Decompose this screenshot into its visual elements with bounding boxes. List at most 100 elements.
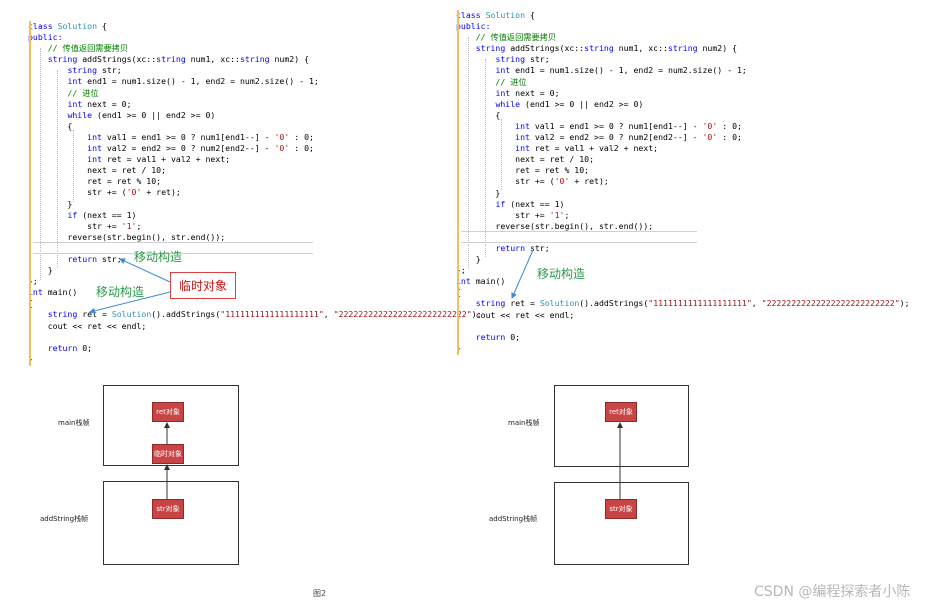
code-line: } — [456, 254, 910, 265]
code-token: ret = val1 + val2 + next; — [101, 154, 231, 165]
code-token: string — [475, 43, 506, 54]
code-line: next = ret / 10; — [456, 154, 910, 165]
code-token: reverse(str.begin(), str.end()); — [28, 231, 226, 242]
code-token: Solution — [485, 10, 526, 20]
code-token: Solution — [57, 21, 98, 31]
code-token: ().addStrings( — [579, 298, 649, 309]
code-token: '1' — [549, 209, 565, 220]
code-line: public: — [28, 32, 482, 43]
code-line: ret = ret % 10; — [28, 176, 482, 187]
left-ret-object: ret对象 — [152, 402, 184, 422]
code-token: // 进位 — [456, 76, 527, 87]
code-token: '0' — [702, 132, 718, 143]
code-line: // 进位 — [456, 77, 910, 88]
code-token: while — [67, 109, 93, 120]
code-line: } — [28, 265, 482, 276]
code-token: (next == 1) — [505, 198, 565, 209]
code-line: int next = 0; — [28, 99, 482, 110]
code-token: Solution — [539, 298, 580, 309]
watermark: CSDN @编程探索者小陈 — [754, 584, 911, 600]
code-token: (end1 >= 0 || end2 >= 0) — [92, 109, 216, 120]
code-line: string ret = Solution().addStrings("1111… — [28, 309, 482, 320]
right-cursor-line — [461, 231, 697, 232]
code-token: } — [28, 265, 53, 276]
move-arrow-1 — [119, 258, 171, 283]
code-token: val1 = end1 >= 0 ? num1[end1--] - — [529, 120, 703, 131]
left-cursor-line — [33, 253, 313, 254]
code-token: } — [456, 187, 501, 198]
code-token: num1, xc:: — [185, 54, 240, 65]
code-token: cout << ret << endl; — [456, 309, 575, 320]
code-line: }; — [456, 265, 910, 276]
code-token: int — [28, 287, 43, 298]
code-line: // 传值返回需要拷贝 — [28, 43, 482, 54]
code-token: addStrings(xc:: — [77, 54, 157, 65]
code-token: while — [495, 98, 521, 109]
code-token: "1111111111111111111" — [220, 309, 324, 320]
code-line: int next = 0; — [456, 88, 910, 99]
code-token: str; — [97, 253, 122, 264]
code-token: reverse(str.begin(), str.end()); — [456, 220, 654, 231]
move-arrow-3 — [511, 249, 534, 299]
code-token: ); — [471, 309, 482, 320]
code-token: int — [515, 132, 530, 143]
code-token: (end1 >= 0 || end2 >= 0) — [520, 98, 644, 109]
right-main-frame-label: main栈帧 — [508, 419, 540, 427]
code-token: return — [475, 331, 506, 342]
code-line: class Solution { — [28, 21, 482, 32]
code-token: string — [584, 43, 614, 54]
code-token: string — [239, 54, 270, 65]
right-cursor-line — [461, 242, 697, 243]
code-token: // 传值返回需要拷贝 — [456, 32, 557, 43]
left-code-block: class Solution {public: // 传值返回需要拷贝 stri… — [28, 21, 482, 365]
code-token: str += ( — [456, 176, 555, 187]
move-construct-annotation-right: 移动构造 — [537, 267, 586, 281]
right-ret-object: ret对象 — [605, 402, 637, 422]
code-line: str += '1'; — [456, 210, 910, 221]
temp-object-callout: 临时对象 — [170, 272, 237, 299]
code-token: }; — [456, 265, 466, 276]
code-token: int — [87, 154, 102, 165]
code-token: if — [495, 198, 506, 209]
left-edit-marker — [29, 21, 31, 366]
code-token: cout << ret << endl; — [28, 320, 147, 331]
code-token: + ret); — [141, 187, 181, 198]
code-token: val1 = end1 >= 0 ? num1[end1--] - — [101, 131, 275, 142]
code-token: int — [87, 131, 102, 142]
code-token: num2) { — [697, 43, 737, 54]
code-token: string — [667, 43, 698, 54]
code-token: ); — [899, 298, 910, 309]
code-token: // 传值返回需要拷贝 — [28, 43, 129, 54]
code-token: : 0; — [717, 120, 742, 131]
code-line: int main() — [28, 287, 482, 298]
code-line: string str; — [456, 54, 910, 65]
code-token: { — [97, 21, 107, 31]
right-indent-guide — [468, 37, 469, 269]
code-token: end1 = num1.size() - 1, end2 = num2.size… — [82, 76, 319, 87]
left-cursor-line — [33, 242, 313, 243]
code-token: { — [525, 10, 535, 20]
code-token: str += — [456, 209, 550, 220]
right-indent-guide — [501, 119, 502, 191]
code-token: next = 0; — [510, 87, 560, 98]
code-line: int end1 = num1.size() - 1, end2 = num2.… — [456, 65, 910, 76]
code-token: ret = ret % 10; — [456, 165, 590, 176]
code-token: '0' — [274, 143, 290, 154]
code-line: } — [456, 188, 910, 199]
code-token: + ret); — [569, 176, 609, 187]
code-token: int — [495, 65, 511, 76]
code-line: return str; — [28, 254, 482, 265]
code-token: : 0; — [289, 131, 314, 142]
code-token: , — [323, 309, 334, 320]
code-line: } — [28, 199, 482, 210]
code-line: class Solution { — [456, 10, 910, 21]
code-token: ().addStrings( — [151, 309, 221, 320]
code-line: string addStrings(xc::string num1, xc::s… — [28, 54, 482, 65]
code-token: Solution — [111, 309, 152, 320]
code-line: if (next == 1) — [456, 199, 910, 210]
code-token: : 0; — [289, 143, 314, 154]
code-token: 0; — [77, 342, 93, 353]
left-main-frame-label: main栈帧 — [58, 419, 90, 427]
code-token: str; — [97, 65, 122, 76]
code-token: class — [28, 21, 58, 31]
